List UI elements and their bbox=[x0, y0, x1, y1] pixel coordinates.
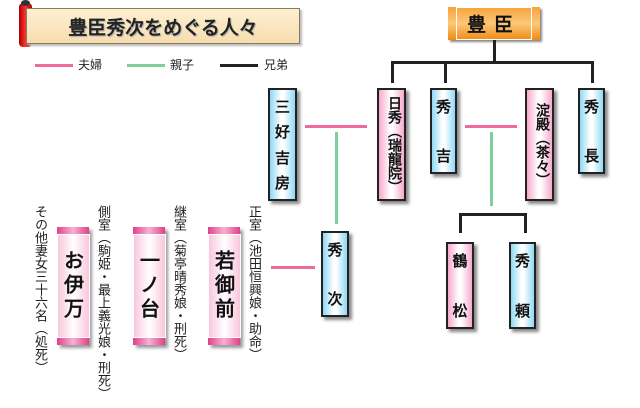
char: 秀 bbox=[514, 252, 530, 270]
wife-ichinodai: 一ノ台 bbox=[132, 227, 166, 345]
char: 房 bbox=[274, 173, 290, 192]
sibling-line bbox=[444, 61, 447, 83]
char: 秀 bbox=[327, 241, 343, 259]
sibling-line bbox=[459, 213, 462, 233]
person-name: 日秀（瑞龍院） bbox=[386, 96, 402, 194]
sibling-line bbox=[524, 213, 527, 233]
person-hideyori: 秀頼 bbox=[509, 242, 536, 329]
legend-line-siblings bbox=[220, 64, 258, 67]
family-name: 豊臣 bbox=[455, 7, 532, 40]
wife-name: 一ノ台 bbox=[132, 234, 166, 338]
other-wives-note: その他妻女三十六名（処死） bbox=[32, 205, 47, 374]
diagram-title: 豊臣秀次をめぐる人々 bbox=[26, 8, 300, 44]
char: 好 bbox=[274, 123, 290, 142]
char: 秀 bbox=[435, 98, 451, 116]
sibling-line bbox=[391, 61, 594, 64]
sibling-line bbox=[459, 213, 527, 216]
wife-note: 側室（駒姫・最上義光娘・刑死） bbox=[95, 205, 110, 400]
marriage-line bbox=[305, 125, 367, 128]
sibling-line bbox=[591, 61, 594, 83]
parent-child-line bbox=[490, 132, 493, 206]
scroll-cap-icon bbox=[21, 0, 30, 6]
wife-note: 継室（菊亭晴秀娘・刑死） bbox=[171, 205, 186, 361]
legend-line-parent-child bbox=[127, 64, 165, 67]
char: 三 bbox=[274, 98, 290, 116]
char: 吉 bbox=[274, 148, 290, 167]
person-hidenaga: 秀長 bbox=[578, 88, 605, 174]
wife-wakagozen: 若御前 bbox=[207, 227, 241, 345]
legend-married-label: 夫婦 bbox=[78, 58, 103, 72]
sibling-line bbox=[493, 40, 496, 62]
person-nisshu: 日秀（瑞龍院） bbox=[377, 88, 406, 201]
char: 秀 bbox=[583, 98, 599, 116]
marriage-line bbox=[271, 266, 315, 269]
parent-child-line bbox=[335, 132, 338, 224]
person-hidetsugu: 秀次 bbox=[321, 231, 349, 317]
legend-line-married bbox=[35, 64, 73, 67]
person-miyoshi-yoshifusa: 三好吉房 bbox=[268, 88, 297, 201]
wife-note: 正室（池田恒興娘・助命） bbox=[246, 205, 261, 361]
char: 次 bbox=[327, 290, 343, 308]
person-hideyoshi: 秀吉 bbox=[430, 88, 457, 174]
wife-name: お伊万 bbox=[56, 234, 90, 338]
toyotomi-family-box: 豊臣 bbox=[448, 7, 540, 40]
marriage-line bbox=[465, 125, 517, 128]
char: 吉 bbox=[435, 147, 451, 165]
person-tsurumatsu: 鶴松 bbox=[446, 242, 474, 329]
char: 松 bbox=[452, 302, 468, 320]
person-name: 淀殿（茶々） bbox=[534, 102, 550, 187]
wife-oiman: お伊万 bbox=[56, 227, 90, 345]
legend-siblings-label: 兄弟 bbox=[264, 58, 289, 72]
person-yodo: 淀殿（茶々） bbox=[525, 88, 554, 201]
char: 長 bbox=[583, 147, 599, 165]
sibling-line bbox=[391, 61, 394, 83]
char: 頼 bbox=[514, 302, 530, 320]
wife-name: 若御前 bbox=[207, 234, 241, 338]
legend-parent-child-label: 親子 bbox=[170, 58, 195, 72]
char: 鶴 bbox=[452, 252, 468, 270]
